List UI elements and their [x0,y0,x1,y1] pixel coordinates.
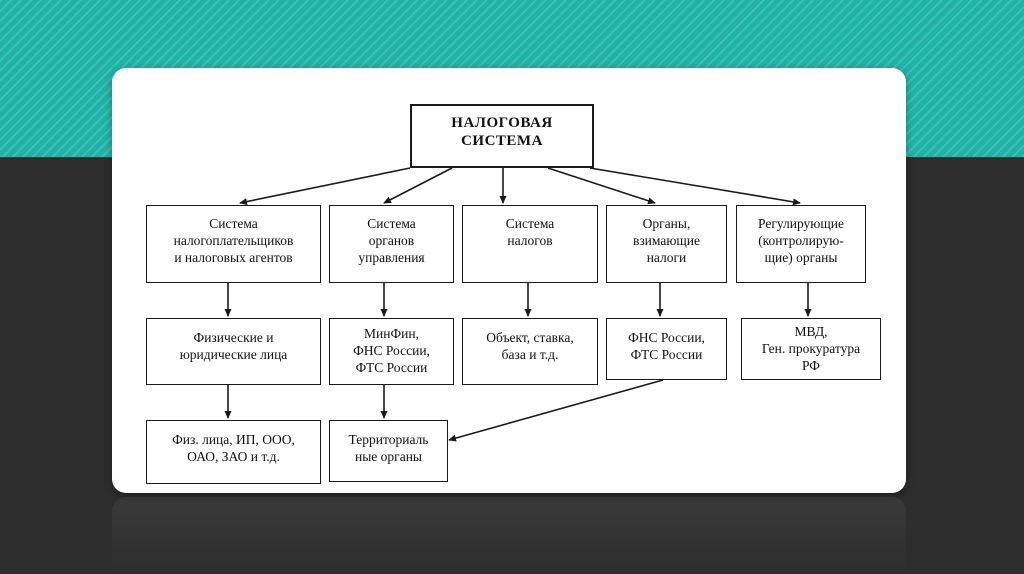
arrow-root-to-collecting [547,167,656,205]
node-mvd-prosecutor-label: МВД, Ген. прокуратура РФ [761,324,861,373]
node-territorial-bodies-label: Территориаль ные органы [348,432,429,464]
node-collecting-bodies-label: Органы, взимающие налоги [632,216,701,265]
node-fns-fts: ФНС России, ФТС России [606,318,727,380]
node-object-rate-base: Объект, ставка, база и т.д. [462,318,598,385]
node-legal-forms: Физ. лица, ИП, ООО, ОАО, ЗАО и т.д. [146,420,321,484]
node-taxes-system: Система налогов [462,205,598,283]
node-legal-forms-label: Физ. лица, ИП, ООО, ОАО, ЗАО и т.д. [172,432,295,464]
node-regulating-bodies-label: Регулирующие (контролирую- щие) органы [758,216,844,265]
arrow-root-to-taxpayers [239,167,411,206]
node-collecting-bodies: Органы, взимающие налоги [606,205,727,283]
node-territorial-bodies: Территориаль ные органы [329,420,448,482]
arrow-root-to-regulating [589,167,801,206]
root-node-label: НАЛОГОВАЯ СИСТЕМА [451,115,553,149]
node-fns-fts-label: ФНС России, ФТС России [628,330,705,362]
node-object-rate-base-label: Объект, ставка, база и т.д. [486,330,574,362]
node-taxpayers-system-label: Система налогоплательщиков и налоговых а… [173,216,294,265]
arrow-root-to-management [383,167,453,204]
node-minfin-fns-fts: МинФин, ФНС России, ФТС России [329,318,454,385]
node-management-system: Система органов управления [329,205,454,283]
root-node-tax-system: НАЛОГОВАЯ СИСТЕМА [410,104,594,168]
node-mvd-prosecutor: МВД, Ген. прокуратура РФ [741,318,881,380]
arrow-fns-to-territorial [448,379,664,442]
card-reflection [112,497,906,574]
node-management-system-label: Система органов управления [358,216,425,265]
node-taxes-system-label: Система налогов [505,216,555,248]
node-individuals-and-legal-entities-label: Физические и юридические лица [179,330,288,362]
node-taxpayers-system: Система налогоплательщиков и налоговых а… [146,205,321,283]
node-regulating-bodies: Регулирующие (контролирую- щие) органы [736,205,866,283]
node-minfin-fns-fts-label: МинФин, ФНС России, ФТС России [353,326,430,375]
node-individuals-and-legal-entities: Физические и юридические лица [146,318,321,385]
